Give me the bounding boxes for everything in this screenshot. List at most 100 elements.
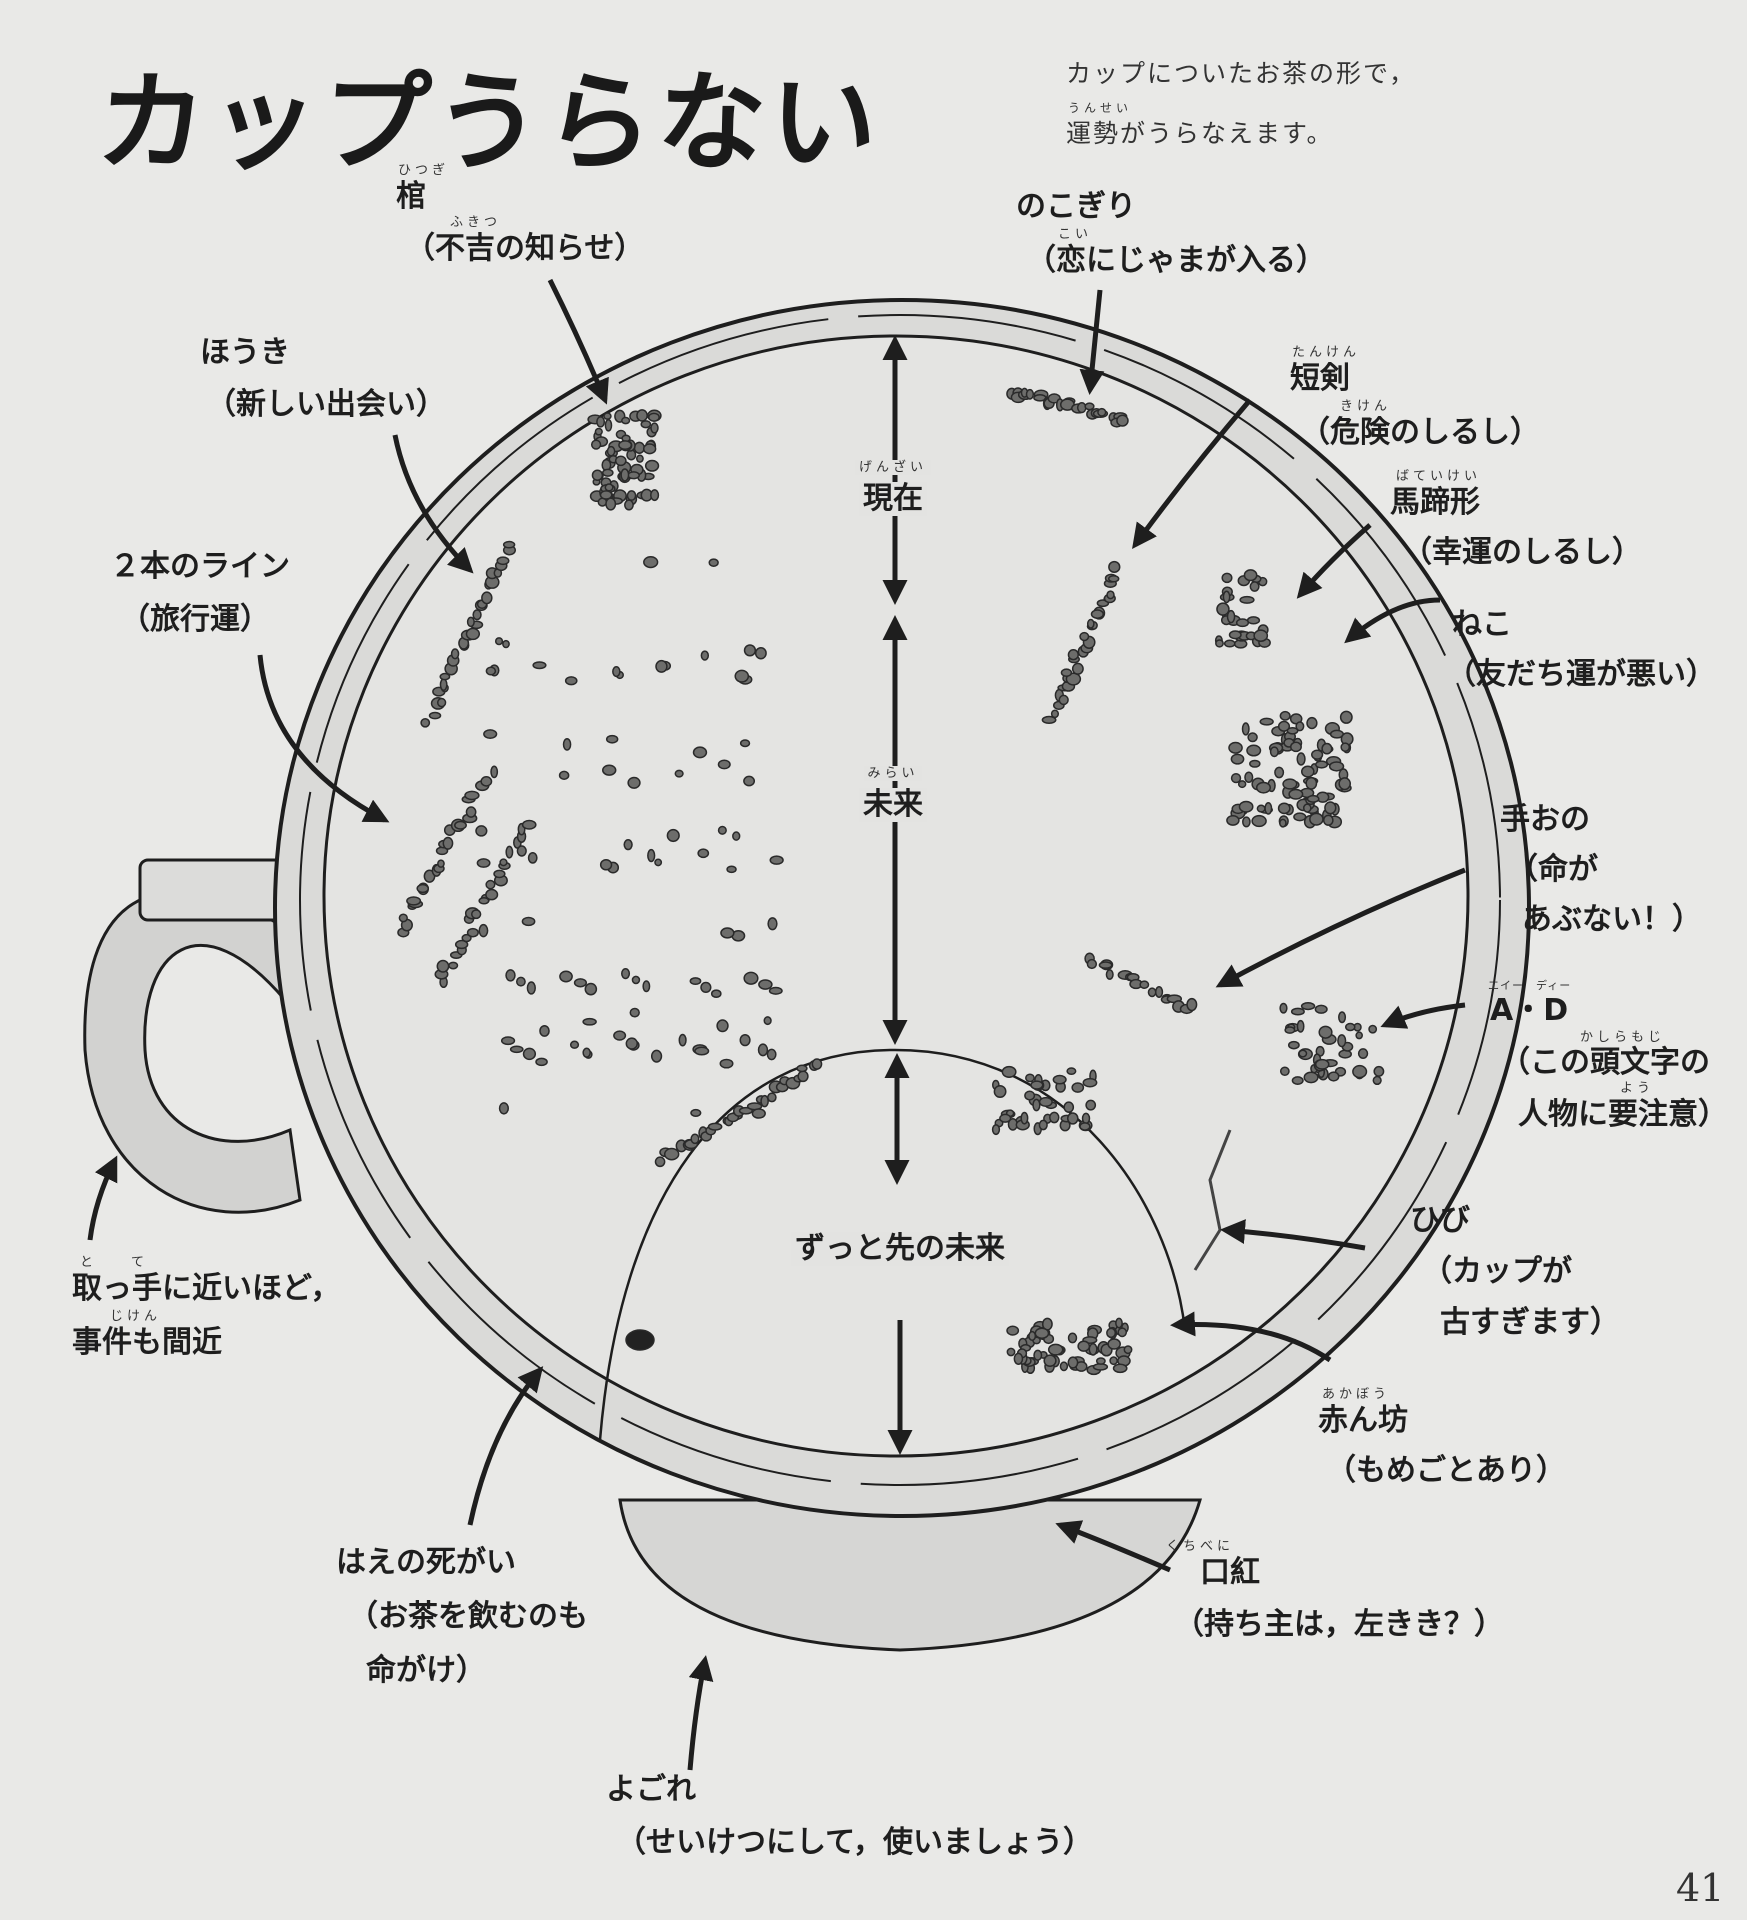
lipstick-meaning: （持ち主は，左きき？） bbox=[1174, 1607, 1504, 1642]
cat-leaf bbox=[1246, 744, 1262, 757]
zone-far-future: ずっと先の未来 bbox=[791, 1232, 1009, 1266]
speck-leaf bbox=[751, 1108, 766, 1119]
far-leaf bbox=[1038, 1119, 1048, 1131]
cat-leaf bbox=[1286, 727, 1299, 735]
speck-leaf bbox=[476, 858, 491, 868]
coffin-leaf bbox=[603, 412, 612, 420]
broom-label: ほうき bbox=[200, 335, 290, 370]
lipstick-label: 口紅 bbox=[1200, 1555, 1260, 1590]
fly-arrow bbox=[467, 1366, 544, 1526]
cat-leaf bbox=[1338, 777, 1351, 791]
line-leaf bbox=[493, 869, 506, 879]
coffin-leaf bbox=[614, 455, 627, 467]
saw-leaf bbox=[1084, 402, 1095, 411]
line-leaf bbox=[466, 927, 479, 938]
speck-leaf bbox=[758, 979, 773, 990]
cat-leaf bbox=[1241, 722, 1250, 736]
far-leaf bbox=[1024, 1090, 1036, 1101]
speck-leaf bbox=[612, 666, 621, 678]
cup-rim-band bbox=[299, 314, 1501, 1486]
broom-leaf bbox=[420, 717, 431, 728]
initials-leaf bbox=[1284, 1026, 1296, 1034]
line-leaf bbox=[480, 776, 493, 787]
cat-leaf bbox=[1277, 802, 1291, 815]
speck-leaf bbox=[678, 1033, 687, 1047]
broom-leaf bbox=[428, 711, 442, 720]
cat-meaning: （友だち運が悪い） bbox=[1446, 657, 1716, 692]
baby-leaf bbox=[1123, 1345, 1133, 1355]
horseshoe-leaf bbox=[1239, 595, 1255, 604]
far-leaf bbox=[1049, 1111, 1060, 1124]
dagger-leaf bbox=[1041, 715, 1057, 725]
baby-leaf bbox=[1047, 1343, 1064, 1356]
line-leaf bbox=[442, 836, 454, 850]
present-ruby: げんざい bbox=[854, 460, 932, 475]
broom-leaf bbox=[466, 616, 475, 628]
line-leaf bbox=[416, 883, 430, 894]
horseshoe-leaf bbox=[1249, 581, 1260, 592]
far-leaf bbox=[1020, 1111, 1029, 1125]
speck-leaf bbox=[627, 776, 641, 789]
coffin-meaning: （不吉の知らせ） bbox=[405, 231, 645, 266]
far-leaf bbox=[760, 1094, 769, 1108]
baby-leaf bbox=[1067, 1356, 1079, 1369]
cat-leaf bbox=[1279, 710, 1291, 721]
initials-arrow bbox=[1380, 1002, 1466, 1029]
baby-leaf bbox=[1112, 1363, 1128, 1374]
initials-leaf bbox=[1338, 1011, 1347, 1024]
horseshoe-ruby: ばていけい bbox=[1396, 469, 1482, 484]
far-leaf bbox=[993, 1084, 1007, 1099]
coffin-leaf bbox=[599, 490, 613, 500]
cat-leaf bbox=[1328, 761, 1345, 772]
cat-leaf bbox=[1302, 803, 1312, 813]
far-leaf bbox=[1082, 1077, 1098, 1088]
broom-leaf bbox=[496, 556, 510, 566]
baby-leaf bbox=[1107, 1338, 1121, 1350]
initials-leaf bbox=[1287, 1040, 1300, 1050]
saw-leaf bbox=[1097, 407, 1107, 417]
initials-leaf bbox=[1290, 1007, 1305, 1016]
baby-leaf bbox=[1028, 1330, 1037, 1342]
axe-leaf bbox=[1186, 997, 1198, 1012]
line-leaf bbox=[448, 961, 459, 970]
two-lines-meaning: （旅行運） bbox=[120, 602, 270, 637]
initials-leaf bbox=[1296, 1019, 1305, 1033]
speck-leaf bbox=[475, 825, 488, 837]
two-lines-arrow bbox=[257, 654, 390, 823]
baby-leaf bbox=[1006, 1347, 1016, 1357]
dagger-leaf bbox=[1071, 662, 1084, 675]
dagger-meaning: （危険のしるし） bbox=[1300, 415, 1540, 450]
coffin-leaf bbox=[606, 445, 616, 457]
axe-meaning-1: （命が bbox=[1508, 852, 1598, 887]
line-leaf bbox=[521, 819, 537, 830]
speck-leaf bbox=[509, 1045, 524, 1054]
initials-meaning-2-ruby: よう bbox=[1620, 1081, 1655, 1096]
axe-arrow bbox=[1215, 867, 1466, 988]
speck-leaf bbox=[643, 555, 659, 569]
cat-leaf bbox=[1249, 759, 1261, 768]
handle-note-line1: 取っ手に近いほど， bbox=[72, 1271, 341, 1306]
line-leaf bbox=[465, 806, 477, 818]
coffin-leaf bbox=[642, 443, 657, 455]
speck-leaf bbox=[767, 917, 778, 931]
horseshoe-leaf bbox=[1235, 618, 1250, 628]
horseshoe-leaf bbox=[1246, 616, 1261, 625]
broom-arrow bbox=[392, 434, 474, 574]
speck-leaf bbox=[521, 916, 536, 927]
saw-leaf bbox=[1116, 414, 1129, 427]
cup-handle bbox=[83, 890, 302, 1214]
initials-leaf bbox=[1298, 1049, 1308, 1058]
handle-note-line2: 事件も間近 bbox=[72, 1325, 222, 1360]
speck-leaf bbox=[601, 764, 617, 776]
cat-leaf bbox=[1230, 772, 1242, 784]
dagger-ruby: たんけん bbox=[1292, 345, 1361, 360]
broom-leaf bbox=[481, 591, 493, 605]
speck-leaf bbox=[490, 765, 499, 779]
line-leaf bbox=[454, 939, 469, 950]
far-leaf bbox=[797, 1070, 809, 1083]
cat-leaf bbox=[1244, 771, 1254, 784]
page-title: カップうらない bbox=[92, 61, 886, 186]
speck-leaf bbox=[526, 981, 536, 995]
horseshoe-leaf bbox=[1221, 572, 1233, 584]
